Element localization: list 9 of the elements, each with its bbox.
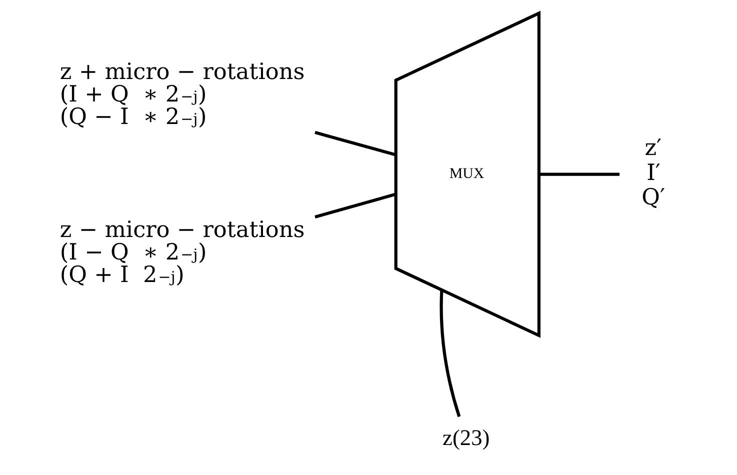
connector <box>440 290 461 418</box>
node-text: z(23) <box>442 424 490 450</box>
node-box: MUX <box>394 10 541 338</box>
connector <box>314 192 396 218</box>
node-text: z′ I′ Q′ <box>642 134 666 211</box>
connector <box>314 130 396 156</box>
connector <box>539 172 620 176</box>
node-text: z + micro − rotations (I + Q ∗ 2−j) (Q − I ∗ 2−j) <box>60 59 305 130</box>
node-text: z − micro − rotations (I − Q ∗ 2−j) (Q + I 2−j) <box>60 217 305 288</box>
